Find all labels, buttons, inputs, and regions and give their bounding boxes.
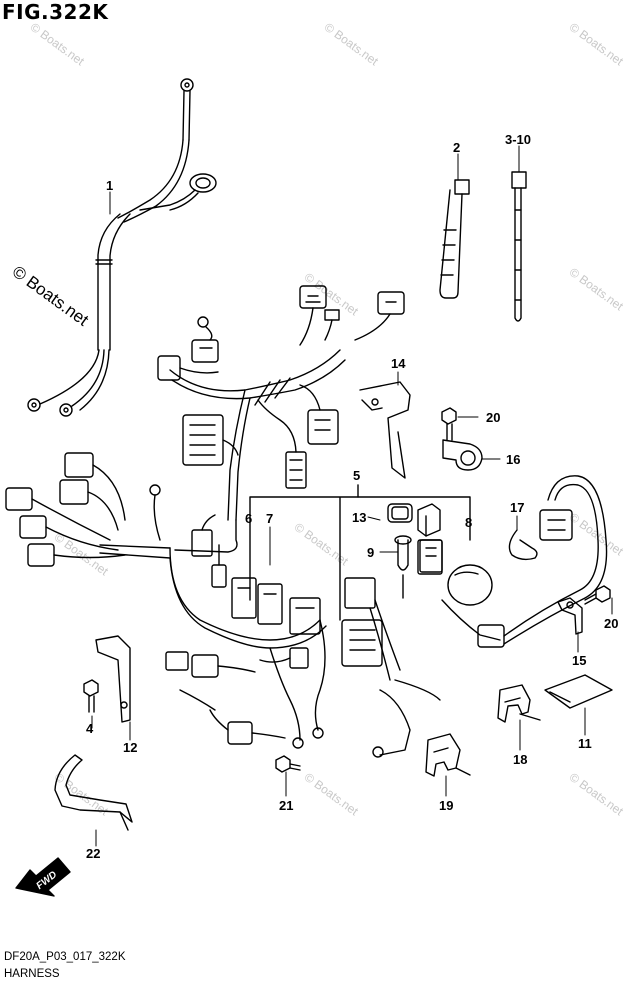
part-label-1: 1 [106, 178, 113, 193]
part-label-13: 13 [352, 510, 366, 525]
part-label-15: 15 [572, 653, 586, 668]
leader-lines [91, 145, 613, 847]
bracket-15 [557, 597, 583, 635]
part-label-6: 6 [245, 511, 252, 526]
diagram-name: HARNESS [4, 968, 60, 980]
part-label-4: 4 [86, 721, 94, 736]
part-label-20a: 20 [486, 410, 500, 425]
part-label-9: 9 [367, 545, 374, 560]
part-label-8: 8 [465, 515, 472, 530]
holder-19 [425, 733, 471, 777]
part-label-18: 18 [513, 752, 527, 767]
fwd-arrow-icon: FWD [15, 857, 71, 897]
figure-title: FIG.322K [2, 0, 109, 24]
part-label-12: 12 [123, 740, 137, 755]
part-number-labels: 1 2 3-10 4 5 6 7 8 9 11 12 13 14 15 16 1… [86, 132, 618, 861]
part-label-19: 19 [439, 798, 453, 813]
bolt-20b [584, 585, 611, 605]
cable-tie-3 [511, 171, 527, 322]
bracket-12 [95, 635, 131, 723]
bolt-20a [441, 407, 457, 441]
connector-8 [417, 539, 443, 575]
part-label-20b: 20 [604, 616, 618, 631]
bracket-5 [249, 484, 471, 621]
bracket-14 [359, 381, 411, 479]
band-17 [508, 529, 538, 561]
pad-11 [544, 674, 613, 709]
bolt-4 [83, 679, 99, 713]
part-label-22: 22 [86, 846, 100, 861]
sensor-9 [394, 535, 412, 599]
part-label-7: 7 [266, 511, 273, 526]
part-label-3: 3-10 [505, 132, 531, 147]
relay-small [417, 503, 441, 537]
part-label-17: 17 [510, 500, 524, 515]
part-label-16: 16 [506, 452, 520, 467]
battery-cable [27, 78, 217, 417]
part-label-11: 11 [578, 736, 592, 751]
part-label-5: 5 [353, 468, 360, 483]
holder-18 [497, 684, 541, 723]
main-harness [5, 285, 608, 758]
bracket-22 [54, 754, 133, 831]
part-label-14: 14 [391, 356, 406, 371]
diagram-code: DF20A_P03_017_322K [4, 951, 126, 963]
part-label-2: 2 [453, 140, 460, 155]
bolt-21 [275, 755, 301, 773]
part-label-21: 21 [279, 798, 293, 813]
clamp-16 [442, 439, 483, 471]
cable-tie-2 [439, 179, 470, 299]
grommet-13 [387, 503, 413, 523]
